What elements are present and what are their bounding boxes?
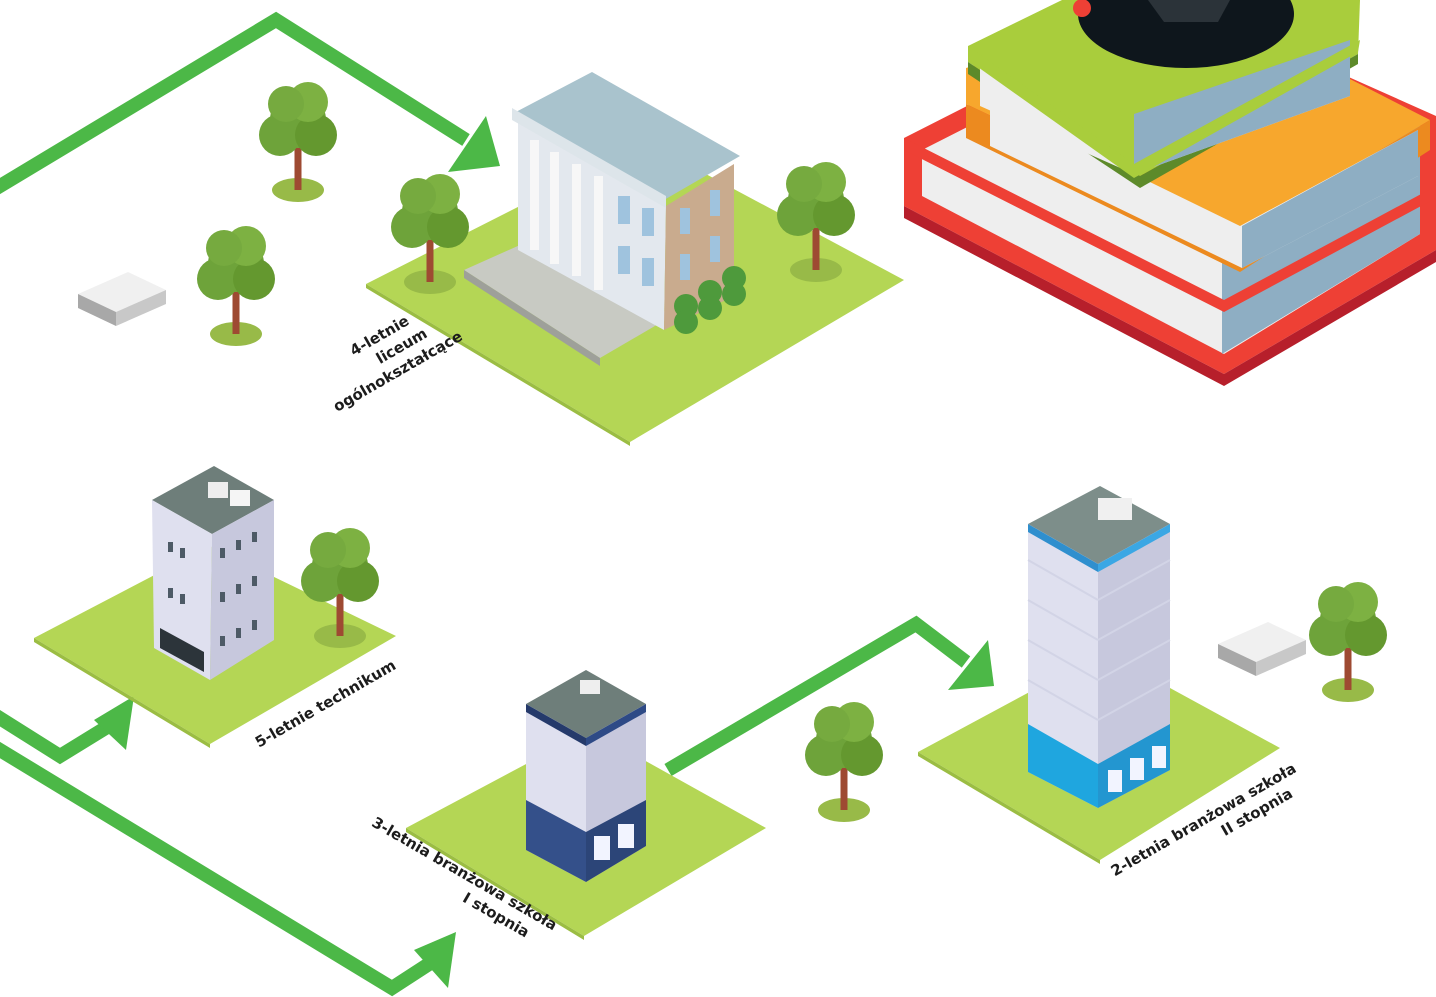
technikum-building <box>152 466 274 680</box>
liceum-building <box>464 72 746 366</box>
tree <box>805 702 883 822</box>
branzowa2-building <box>1027 486 1171 808</box>
tree <box>1309 582 1387 702</box>
arrow-heads <box>94 116 994 988</box>
tree <box>197 226 275 346</box>
arrow-to-branzowa-2 <box>664 615 971 777</box>
bench <box>1218 622 1306 676</box>
branzowa1-building <box>526 670 646 882</box>
arrow-to-liceum <box>0 11 470 195</box>
arrow-to-technikum <box>0 710 116 765</box>
tree <box>259 82 337 202</box>
path-arrows <box>0 11 971 997</box>
graduation-cap-icon <box>1078 0 1294 68</box>
arrow-to-branzowa-1 <box>0 741 436 997</box>
bench <box>78 272 166 326</box>
books-stack-graphic <box>904 0 1436 386</box>
